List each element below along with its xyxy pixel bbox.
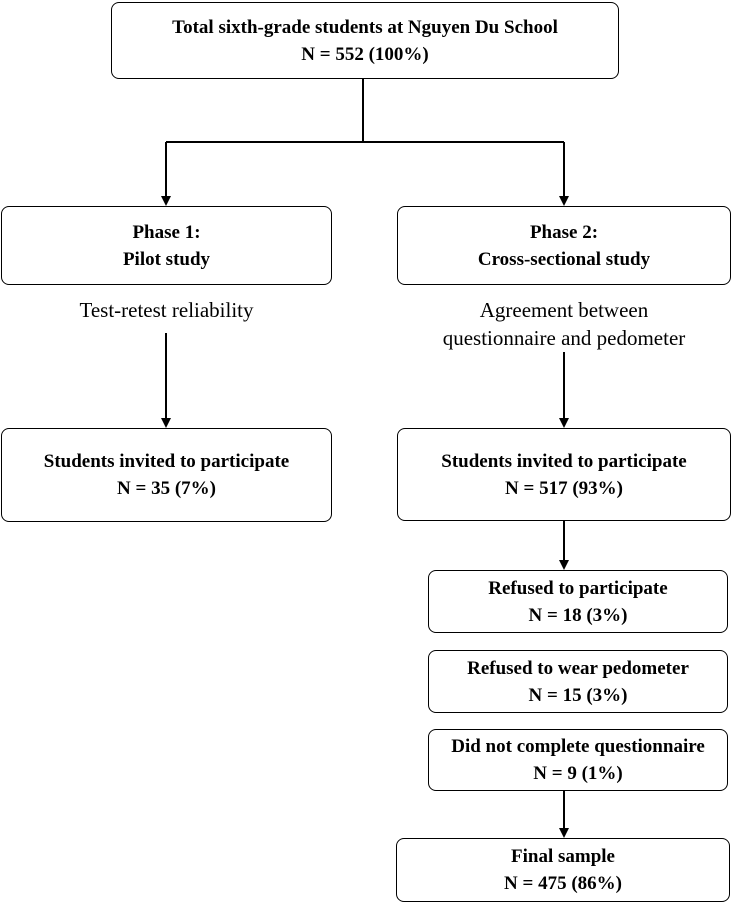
phase2-invited-count: N = 517 (93%) [505, 477, 623, 499]
phase1-title: Phase 1: [132, 221, 201, 243]
total-students-label: Total sixth-grade students at Nguyen Du … [172, 16, 558, 38]
phase1-note: Test-retest reliability [79, 298, 254, 322]
phase1-subtitle: Pilot study [122, 248, 211, 270]
phase2-note: Agreement between questionnaire and pedo… [397, 296, 731, 352]
phase2-subtitle: Cross-sectional study [477, 248, 651, 270]
refused-participate-label: Refused to participate [488, 577, 668, 599]
phase2-invited-label: Students invited to participate [441, 450, 687, 472]
final-sample-box: Final sample N = 475 (86%) [396, 838, 730, 902]
refused-pedometer-count: N = 15 (3%) [528, 684, 628, 706]
total-students-box: Total sixth-grade students at Nguyen Du … [111, 2, 619, 79]
incomplete-questionnaire-box: Did not complete questionnaire N = 9 (1%… [428, 729, 728, 791]
incomplete-questionnaire-label: Did not complete questionnaire [451, 736, 705, 757]
phase1-invited-box: Students invited to participate N = 35 (… [1, 428, 332, 522]
refused-participate-box: Refused to participate N = 18 (3%) [428, 570, 728, 633]
phase2-note-line2: questionnaire and pedometer [442, 326, 686, 350]
phase1-invited-label: Students invited to participate [43, 451, 290, 472]
final-sample-label: Final sample [511, 846, 615, 867]
phase1-box: Phase 1: Pilot study [1, 206, 332, 285]
incomplete-questionnaire-count: N = 9 (1%) [533, 763, 623, 784]
phase2-box: Phase 2: Cross-sectional study [397, 206, 731, 285]
refused-participate-count: N = 18 (3%) [528, 604, 628, 626]
phase2-note-line1: Agreement between [479, 298, 649, 322]
total-students-count: N = 552 (100%) [301, 43, 429, 65]
phase2-invited-box: Students invited to participate N = 517 … [397, 428, 731, 521]
refused-pedometer-box: Refused to wear pedometer N = 15 (3%) [428, 650, 728, 713]
phase1-invited-count: N = 35 (7%) [117, 478, 216, 499]
phase2-title: Phase 2: [529, 221, 599, 243]
refused-pedometer-label: Refused to wear pedometer [467, 657, 689, 679]
final-sample-count: N = 475 (86%) [504, 873, 622, 894]
